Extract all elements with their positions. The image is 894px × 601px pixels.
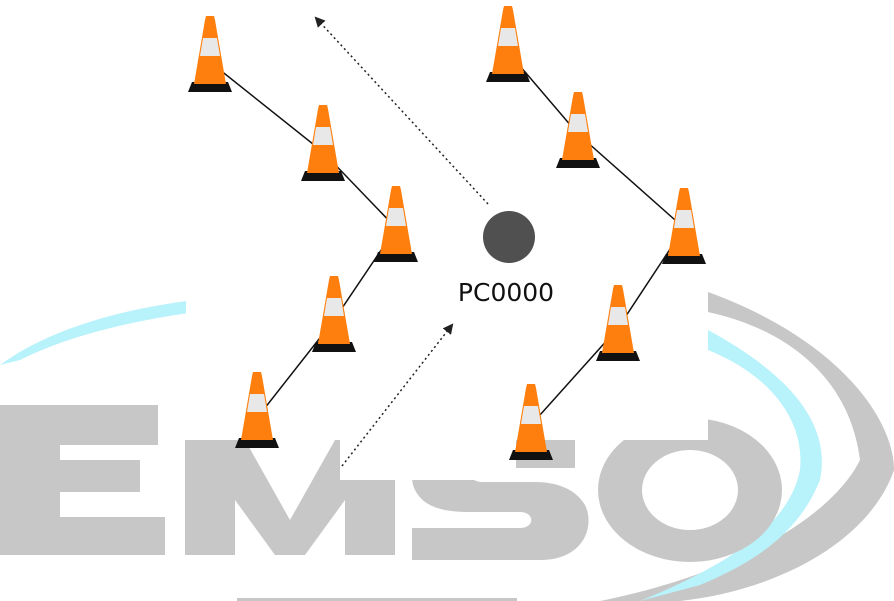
traffic-cone-left-3	[374, 186, 418, 262]
cones-layer	[188, 6, 706, 460]
traffic-cone-right-4	[596, 285, 640, 361]
watermark-swoosh-gray	[600, 292, 894, 601]
traffic-cone-right-2	[556, 92, 600, 168]
watermark-letter-e	[0, 405, 165, 555]
watermark-swoosh-cyan-right	[640, 330, 822, 601]
watermark-letter-o	[598, 418, 782, 562]
traffic-cone-left-1	[188, 16, 232, 92]
watermark-underline	[237, 598, 517, 601]
robot-marker	[483, 211, 535, 263]
traffic-cone-left-5	[235, 372, 279, 448]
traffic-cone-right-5	[509, 384, 553, 460]
watermark-logo	[0, 292, 894, 601]
scene-background	[186, 0, 708, 440]
traffic-cone-left-4	[312, 276, 356, 352]
traffic-cone-right-1	[486, 6, 530, 82]
traffic-cone-right-3	[662, 188, 706, 264]
robot-label: PC0000	[458, 278, 554, 307]
traffic-cone-left-2	[301, 105, 345, 181]
trajectory-arrow-upper	[314, 16, 489, 205]
scene-background-lower	[340, 440, 516, 480]
